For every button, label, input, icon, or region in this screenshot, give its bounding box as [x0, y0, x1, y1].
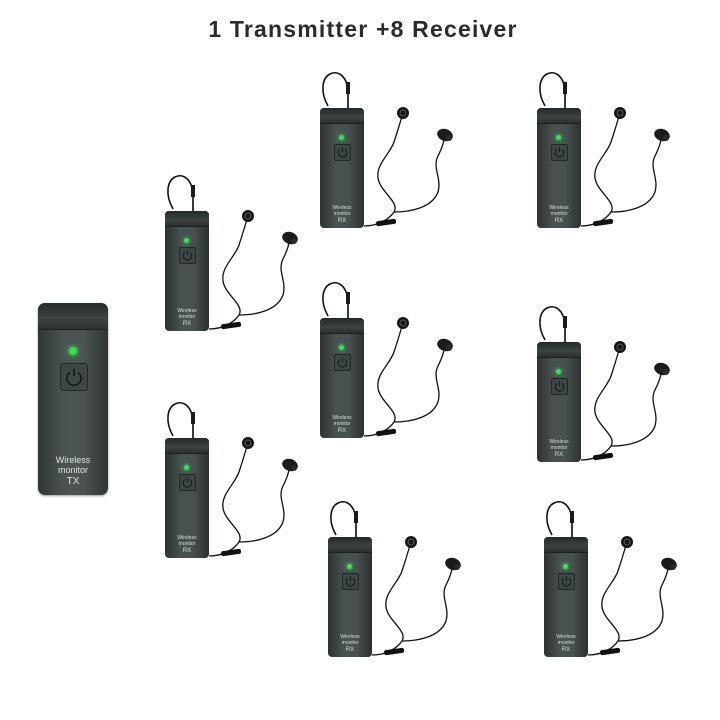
device-code: RX — [554, 452, 564, 458]
receiver-cap — [537, 342, 581, 358]
power-button — [558, 573, 575, 590]
brand-line-2: monitor — [341, 640, 359, 646]
device-code: RX — [337, 218, 347, 224]
receiver-body — [320, 318, 364, 438]
receiver-body — [320, 108, 364, 228]
device-code: RX — [561, 647, 571, 653]
power-icon — [345, 576, 356, 587]
device-code: RX — [554, 218, 564, 224]
receiver-cap — [544, 537, 588, 553]
status-led — [556, 135, 561, 140]
receiver-body — [544, 537, 588, 657]
status-led — [184, 238, 189, 243]
status-led — [339, 135, 344, 140]
status-led — [563, 564, 568, 569]
power-icon — [561, 576, 572, 587]
brand-line-2: monitor — [550, 445, 568, 451]
brand-line-2: monitor — [550, 211, 568, 217]
power-icon — [337, 147, 348, 158]
product-title: 1 Transmitter +8 Receiver — [208, 16, 518, 42]
status-led — [339, 345, 344, 350]
earphone-cable-icon — [539, 306, 670, 461]
status-led — [69, 347, 77, 355]
brand-line-1: Wireless — [549, 205, 569, 211]
power-icon — [66, 369, 82, 386]
brand-line-1: Wireless — [55, 455, 91, 465]
status-led — [347, 564, 352, 569]
receiver-body — [537, 342, 581, 462]
brand-line-1: Wireless — [549, 439, 569, 445]
receiver-cap — [320, 318, 364, 334]
receiver-cap — [328, 537, 372, 553]
receiver-body — [537, 108, 581, 228]
earphone-cable-icon — [322, 282, 453, 437]
earphone-cable-icon — [330, 501, 461, 656]
brand-line-2: monitor — [178, 314, 196, 320]
earphone-cable-icon — [167, 402, 298, 557]
brand-line-2: monitor — [333, 421, 351, 427]
receiver-cap — [320, 108, 364, 124]
power-button — [179, 247, 196, 264]
receiver-cap — [537, 108, 581, 124]
brand-line-1: Wireless — [332, 205, 352, 211]
earphone-cable-icon — [546, 501, 677, 656]
device-code: TX — [66, 476, 80, 487]
brand-line-2: monitor — [333, 211, 351, 217]
status-led — [184, 465, 189, 470]
brand-line-2: monitor — [57, 465, 88, 475]
power-button — [60, 363, 88, 391]
brand-line-2: monitor — [178, 541, 196, 547]
brand-line-1: Wireless — [556, 634, 576, 640]
power-button — [334, 354, 351, 371]
device-code: RX — [182, 548, 192, 554]
device-code: RX — [337, 428, 347, 434]
earphone-cable-icon — [322, 72, 453, 227]
transmitter-cap — [38, 303, 108, 330]
brand-line-1: Wireless — [177, 308, 197, 314]
receiver-cap — [165, 211, 209, 227]
power-icon — [554, 147, 565, 158]
transmitter-device: Wireless monitor TX — [38, 303, 108, 495]
power-icon — [182, 477, 193, 488]
power-button — [551, 144, 568, 161]
power-button — [342, 573, 359, 590]
brand-line-2: monitor — [557, 640, 575, 646]
earphone-cable-icon — [167, 175, 298, 330]
brand-line-1: Wireless — [332, 415, 352, 421]
status-led — [556, 369, 561, 374]
power-icon — [554, 381, 565, 392]
power-icon — [337, 357, 348, 368]
device-code: RX — [345, 647, 355, 653]
power-icon — [182, 250, 193, 261]
earphone-cable-icon — [539, 72, 670, 227]
device-code: RX — [182, 321, 192, 327]
brand-line-1: Wireless — [340, 634, 360, 640]
receiver-cap — [165, 438, 209, 454]
power-button — [179, 474, 196, 491]
receiver-body — [165, 211, 209, 331]
receiver-body — [165, 438, 209, 558]
power-button — [334, 144, 351, 161]
brand-line-1: Wireless — [177, 535, 197, 541]
power-button — [551, 378, 568, 395]
receiver-body — [328, 537, 372, 657]
